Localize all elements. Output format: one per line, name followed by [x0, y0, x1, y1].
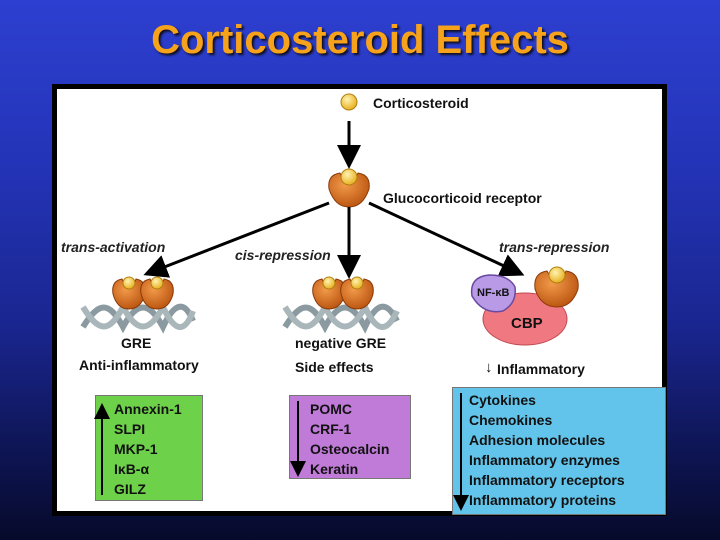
receptor-dimer-middle [312, 276, 374, 310]
label-trans-activation: trans-activation [61, 239, 166, 255]
list-item: Inflammatory receptors [469, 472, 625, 488]
anti-inflammatory-genes-box: Annexin-1 SLPI MKP-1 IκB-α GILZ [95, 395, 203, 501]
list-item: IκB-α [114, 461, 150, 477]
label-nfkb: NF-κB [477, 287, 510, 299]
inflammatory-genes-box: Cytokines Chemokines Adhesion molecules … [452, 387, 666, 515]
label-anti-inflammatory: Anti-inflammatory [79, 357, 199, 373]
list-item: CRF-1 [310, 421, 352, 437]
receptor-dimer-left [112, 276, 174, 310]
list-item: MKP-1 [114, 441, 158, 457]
list-item: Keratin [310, 461, 359, 477]
label-glucocorticoid-receptor: Glucocorticoid receptor [383, 190, 542, 206]
dna-helix-middle [282, 300, 400, 334]
dna-helix-left [80, 300, 196, 334]
list-item: Inflammatory enzymes [469, 452, 620, 468]
label-side-effects: Side effects [295, 359, 374, 375]
list-item: Cytokines [469, 392, 536, 408]
side-effect-genes-box: POMC CRF-1 Osteocalcin Keratin [289, 395, 411, 479]
label-gre: GRE [121, 335, 152, 351]
nfkb-shape [470, 274, 516, 313]
list-item: Inflammatory proteins [469, 492, 617, 508]
receptor-top [328, 168, 370, 208]
arrow-trans-repression [368, 201, 525, 277]
list-item: GILZ [114, 481, 146, 497]
label-inflammatory: Inflammatory [497, 361, 585, 377]
label-corticosteroid: Corticosteroid [373, 95, 469, 111]
label-negative-gre: negative GRE [295, 335, 387, 351]
label-inflammatory-arrow: ↓ [485, 359, 493, 376]
arrow-trans-activation [143, 201, 330, 278]
diagram-panel: Corticosteroid Glucocorticoid receptor t… [52, 84, 667, 516]
corticosteroid-ball [340, 93, 358, 111]
list-item: Adhesion molecules [469, 432, 606, 448]
list-item: Chemokines [469, 412, 553, 428]
label-cis-repression: cis-repression [235, 247, 331, 263]
receptor-right [534, 266, 579, 308]
label-cbp: CBP [511, 315, 543, 332]
list-item: POMC [310, 401, 352, 417]
label-trans-repression: trans-repression [499, 239, 610, 255]
list-item: Annexin-1 [114, 401, 182, 417]
list-item: SLPI [114, 421, 146, 437]
slide-title: Corticosteroid Effects [151, 18, 569, 62]
diagram-graphics [80, 93, 579, 346]
list-item: Osteocalcin [310, 441, 390, 457]
